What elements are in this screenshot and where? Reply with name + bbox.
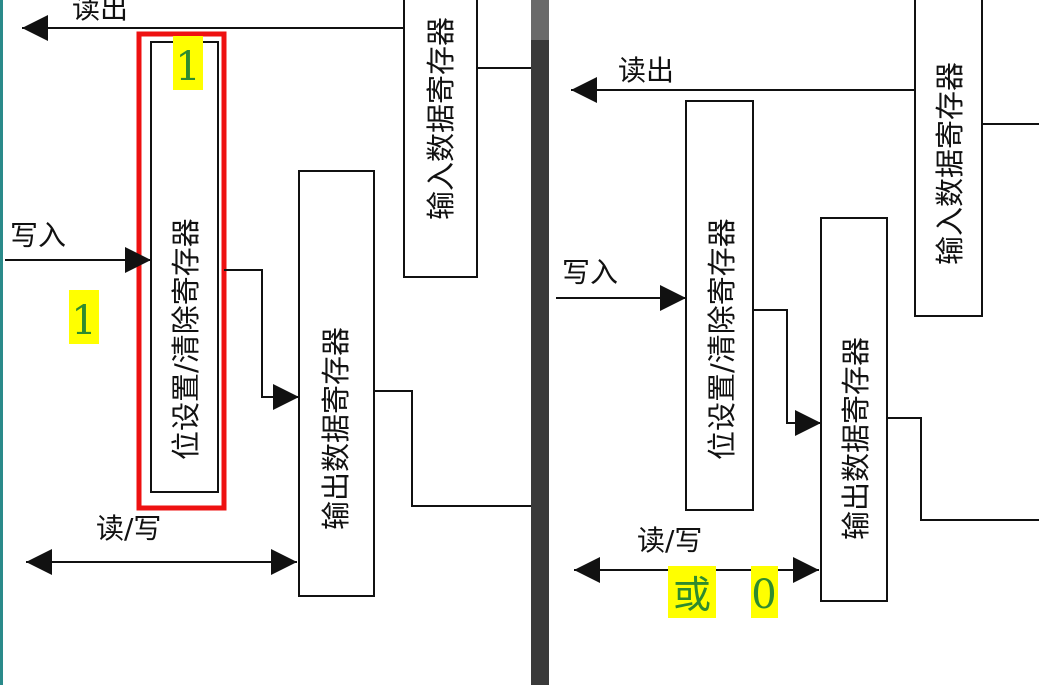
left-input-register-label: 输入数据寄存器 xyxy=(424,17,458,220)
left-label-write: 写入 xyxy=(10,219,66,252)
left-badge-left-bg xyxy=(69,290,99,344)
right-output-register-box xyxy=(820,217,888,602)
left-panel: 读出 输入数据寄存器 位设置/清除寄存器 1 写入 1 输出数据寄存器 读/写 xyxy=(5,0,531,597)
left-bit-register-box xyxy=(150,41,219,493)
right-output-register-label: 输出数据寄存器 xyxy=(839,337,873,540)
right-output-bus-line xyxy=(887,417,1039,521)
right-badge-zero-bg xyxy=(751,566,778,618)
right-input-register-box xyxy=(914,0,983,317)
left-badge-top: 1 xyxy=(175,44,200,90)
left-badge-left: 1 xyxy=(71,298,96,344)
right-label-read-write: 读/写 xyxy=(637,524,702,557)
left-bit-to-output-arrow xyxy=(224,269,299,410)
left-edge-line xyxy=(0,0,3,685)
left-badge-top-bg xyxy=(173,36,203,90)
right-badge-zero: 0 xyxy=(751,572,776,618)
right-label-write: 写入 xyxy=(562,256,618,289)
left-output-register-box xyxy=(298,170,375,597)
right-badge-or-bg xyxy=(668,566,716,618)
left-label-read-write: 读/写 xyxy=(96,512,161,545)
panel-divider xyxy=(531,0,549,685)
left-output-bus-line xyxy=(374,390,531,507)
right-bit-register-box xyxy=(685,100,754,511)
right-bit-to-output-arrow xyxy=(753,309,821,436)
left-input-register-box xyxy=(403,0,478,278)
left-bit-register-label: 位设置/清除寄存器 xyxy=(169,218,203,460)
right-bit-register-label: 位设置/清除寄存器 xyxy=(705,218,739,460)
left-label-read: 读出 xyxy=(72,0,128,25)
right-input-register-label: 输入数据寄存器 xyxy=(933,62,967,265)
right-badge-or: 或 xyxy=(673,573,711,617)
left-output-register-label: 输出数据寄存器 xyxy=(319,327,353,530)
right-panel: 输入数据寄存器 读出 位设置/清除寄存器 写入 输出数据寄存器 读/写 或 0 xyxy=(556,0,1039,618)
divider-handle xyxy=(531,0,549,40)
right-label-read: 读出 xyxy=(618,54,674,87)
